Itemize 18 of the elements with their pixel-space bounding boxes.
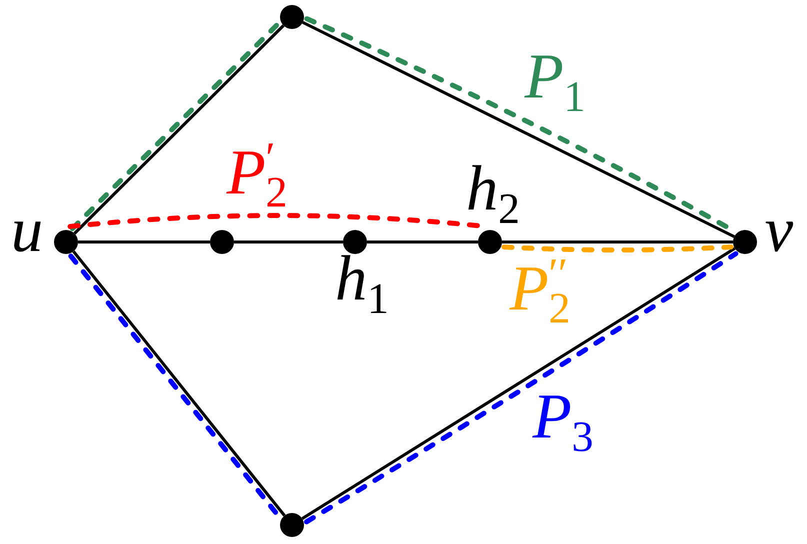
- path-label: P$_{3}$: [532, 384, 594, 460]
- vertex-dot: [280, 513, 304, 537]
- vertex-dot: [54, 230, 78, 254]
- vertex-dot: [210, 230, 234, 254]
- vertex-dot: [343, 230, 367, 254]
- edge-line: [367, 240, 478, 244]
- vertex-label: h$_{2}$: [466, 156, 520, 232]
- vertex-dot: [478, 230, 502, 254]
- edge-line: [234, 240, 343, 244]
- vertex-label: v: [764, 198, 794, 262]
- dashed-path-line: [502, 244, 734, 252]
- edge-line: [502, 240, 733, 244]
- vertex-label: u: [11, 198, 43, 262]
- path-label: P$_{1}$: [524, 44, 586, 120]
- vertex-dot: [280, 5, 304, 29]
- edge-line: [78, 240, 210, 244]
- vertex-dot: [733, 230, 757, 254]
- vertex-label: h$_{1}$: [335, 246, 389, 322]
